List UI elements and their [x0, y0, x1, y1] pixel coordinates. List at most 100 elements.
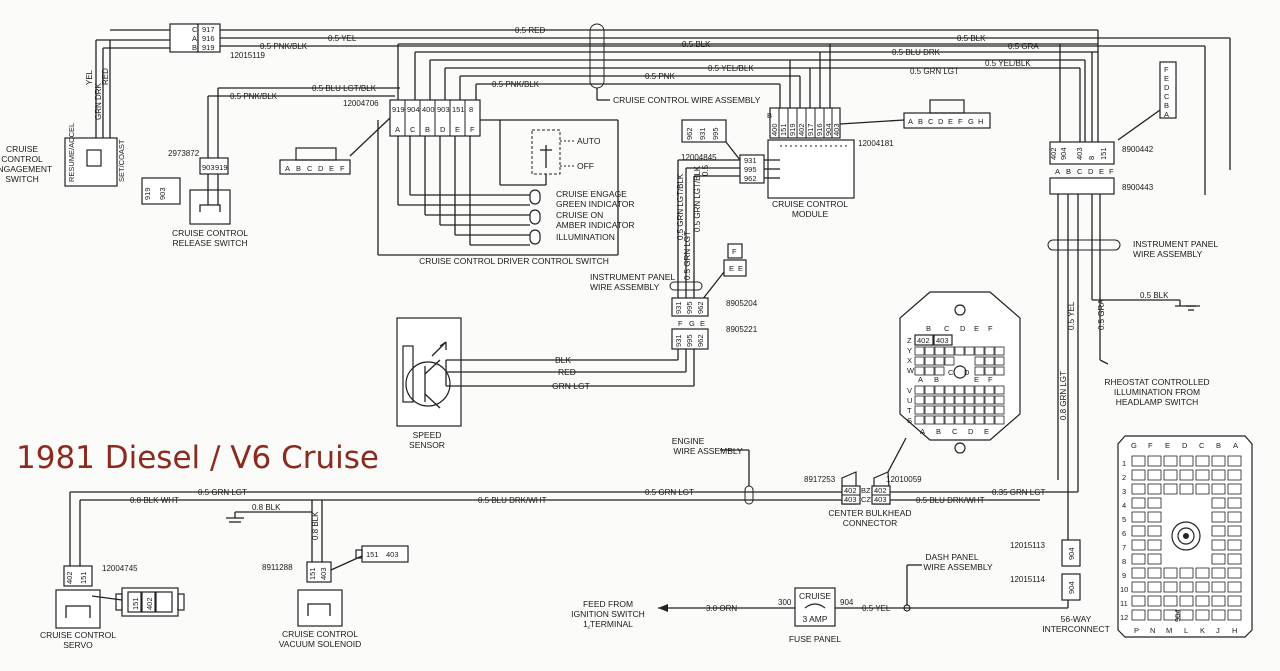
- svg-text:403: 403: [386, 550, 399, 559]
- svg-text:X: X: [907, 356, 912, 365]
- svg-text:402: 402: [1049, 147, 1058, 160]
- svg-text:151: 151: [79, 571, 88, 584]
- svg-text:5: 5: [1122, 515, 1126, 524]
- svg-text:K: K: [1200, 626, 1205, 635]
- wire-grn-lgt-r: 0.5 GRN LGT: [910, 67, 959, 76]
- fuse-out: 904: [840, 598, 854, 607]
- svg-text:BZ: BZ: [861, 486, 871, 495]
- svg-text:A: A: [1055, 167, 1060, 176]
- svg-text:919: 919: [392, 105, 405, 114]
- bulkhead-line-1: CENTER BULKHEAD: [828, 508, 911, 518]
- part-8905204: 8905204: [726, 299, 758, 308]
- svg-text:D: D: [968, 427, 974, 436]
- fuse-name: CRUISE: [799, 591, 831, 601]
- connector-8900443: A B C D E F 8900443 INSTRUMENT PANEL WIR…: [1047, 167, 1218, 540]
- ip-wire-right-line-2: WIRE ASSEMBLY: [1133, 249, 1203, 259]
- svg-text:A: A: [192, 34, 197, 43]
- svg-text:931: 931: [674, 334, 683, 347]
- top-harness-wires: [208, 29, 1231, 195]
- svg-text:A: A: [395, 125, 400, 134]
- wire-v-red: RED: [101, 68, 110, 85]
- svg-text:A: A: [920, 427, 925, 436]
- driver-control-switch: 12004706 919 904 400 903 151 8 A C B D E…: [279, 99, 635, 266]
- fuse-panel-label: FUSE PANEL: [789, 634, 842, 644]
- wire-v-grn-lgt-blk2: 0.5 GRN LGT/BLK: [693, 165, 702, 232]
- interconnect-marker: 904: [1173, 609, 1182, 622]
- wire-b-blk: 0.8 BLK: [252, 503, 281, 512]
- svg-text:B: B: [1066, 167, 1071, 176]
- part-8900442: 8900442: [1122, 145, 1154, 154]
- wire-assembly-loom: CRUISE CONTROL WIRE ASSEMBLY: [589, 23, 761, 105]
- svg-text:903: 903: [158, 187, 167, 200]
- engagement-switch-line-4: SWITCH: [5, 174, 39, 184]
- fe-plug: F E E: [701, 243, 747, 301]
- engine-wire-line-1: ENGINE: [672, 436, 705, 446]
- svg-text:995: 995: [744, 165, 757, 174]
- feed-line-3: 1⁁TERMINAL: [583, 619, 633, 630]
- svg-text:E: E: [974, 324, 979, 333]
- wire-pnk-blk-top: 0.5 PNK/BLK: [260, 42, 308, 51]
- svg-text:403: 403: [319, 567, 328, 580]
- svg-text:B: B: [936, 427, 941, 436]
- svg-text:8: 8: [1122, 557, 1126, 566]
- svg-text:W: W: [907, 366, 915, 375]
- svg-text:917: 917: [806, 123, 815, 136]
- indicator-illum: ILLUMINATION: [529, 229, 615, 245]
- svg-text:B: B: [1216, 441, 1221, 450]
- wire-pnk-blk-mid: 0.5 PNK/BLK: [492, 80, 540, 89]
- speed-sensor-line-1: SPEED: [413, 430, 442, 440]
- cruise-control-servo: 402 151 12004745 151 402 CRUISE CONTROL …: [40, 564, 185, 650]
- svg-text:AMBER INDICATOR: AMBER INDICATOR: [556, 220, 635, 230]
- connector-12004845: 962 931 995 12004845 931 995 962 0.5 GRN…: [590, 119, 780, 300]
- svg-text:E: E: [329, 164, 334, 173]
- connector-12015119: C A B 917 916 919 12015119: [169, 23, 266, 60]
- svg-text:C: C: [192, 25, 198, 34]
- wire-yel-b: 0.5 YEL: [862, 604, 891, 613]
- svg-text:10: 10: [1120, 585, 1128, 594]
- svg-text:995: 995: [685, 334, 694, 347]
- svg-text:151: 151: [308, 567, 317, 580]
- wire-v-grn-lgt-blk: 0.5 GRN LGT/BLK: [676, 173, 685, 240]
- svg-text:N: N: [1150, 626, 1155, 635]
- speed-sensor-line-2: SENSOR: [409, 440, 445, 450]
- svg-text:402: 402: [145, 597, 154, 610]
- svg-text:A: A: [285, 164, 290, 173]
- svg-text:12: 12: [1120, 613, 1128, 622]
- svg-text:C: C: [307, 164, 313, 173]
- bottom-harness: 0.5 GRN LGT 0.8 BLK WHT 0.5 BLU DRK/WHT …: [69, 436, 1078, 566]
- svg-text:151: 151: [452, 105, 465, 114]
- wire-pnk-blk-rel: 0.5 PNK/BLK: [230, 92, 278, 101]
- part-12010059: 12010059: [886, 475, 922, 484]
- wire-blk: 0.5 BLK: [682, 40, 711, 49]
- svg-text:931: 931: [698, 127, 707, 140]
- interconnect-face: G F E D C B A 1 2 3 4 5 6 7 8 9 10 11 12: [1117, 435, 1253, 638]
- diagram-title: 1981 Diesel / V6 Cruise: [16, 440, 379, 476]
- svg-text:919: 919: [215, 163, 228, 172]
- part-12004745: 12004745: [102, 564, 138, 573]
- svg-text:D: D: [1088, 167, 1094, 176]
- wire-blu-drk: 0.5 BLU DRK: [892, 48, 941, 57]
- svg-text:E: E: [1165, 441, 1170, 450]
- svg-text:H: H: [978, 117, 983, 126]
- cruise-control-module: 400 151 919 402 917 916 904 403 B 120041…: [767, 99, 991, 219]
- rheostat-line-2: ILLUMINATION FROM: [1114, 387, 1200, 397]
- svg-text:962: 962: [685, 127, 694, 140]
- svg-text:C: C: [1199, 441, 1205, 450]
- svg-text:F: F: [470, 125, 475, 134]
- ip-wire-left-line-2: WIRE ASSEMBLY: [590, 282, 660, 292]
- svg-text:919: 919: [143, 187, 152, 200]
- svg-text:T: T: [907, 406, 912, 415]
- svg-text:962: 962: [696, 334, 705, 347]
- svg-text:E: E: [729, 264, 734, 273]
- wire-b-grn-lgt-r: 0.35 GRN LGT: [992, 488, 1045, 497]
- module-line-1: CRUISE CONTROL: [772, 199, 848, 209]
- part-12004181: 12004181: [858, 139, 894, 148]
- interconnect-line-2: INTERCONNECT: [1042, 624, 1110, 634]
- part-8917253: 8917253: [804, 475, 836, 484]
- part-12015114: 12015114: [1010, 575, 1046, 584]
- svg-text:Y: Y: [907, 346, 912, 355]
- svg-text:F: F: [988, 375, 993, 384]
- svg-text:V: V: [907, 386, 912, 395]
- svg-text:931: 931: [674, 301, 683, 314]
- svg-text:B: B: [192, 43, 197, 52]
